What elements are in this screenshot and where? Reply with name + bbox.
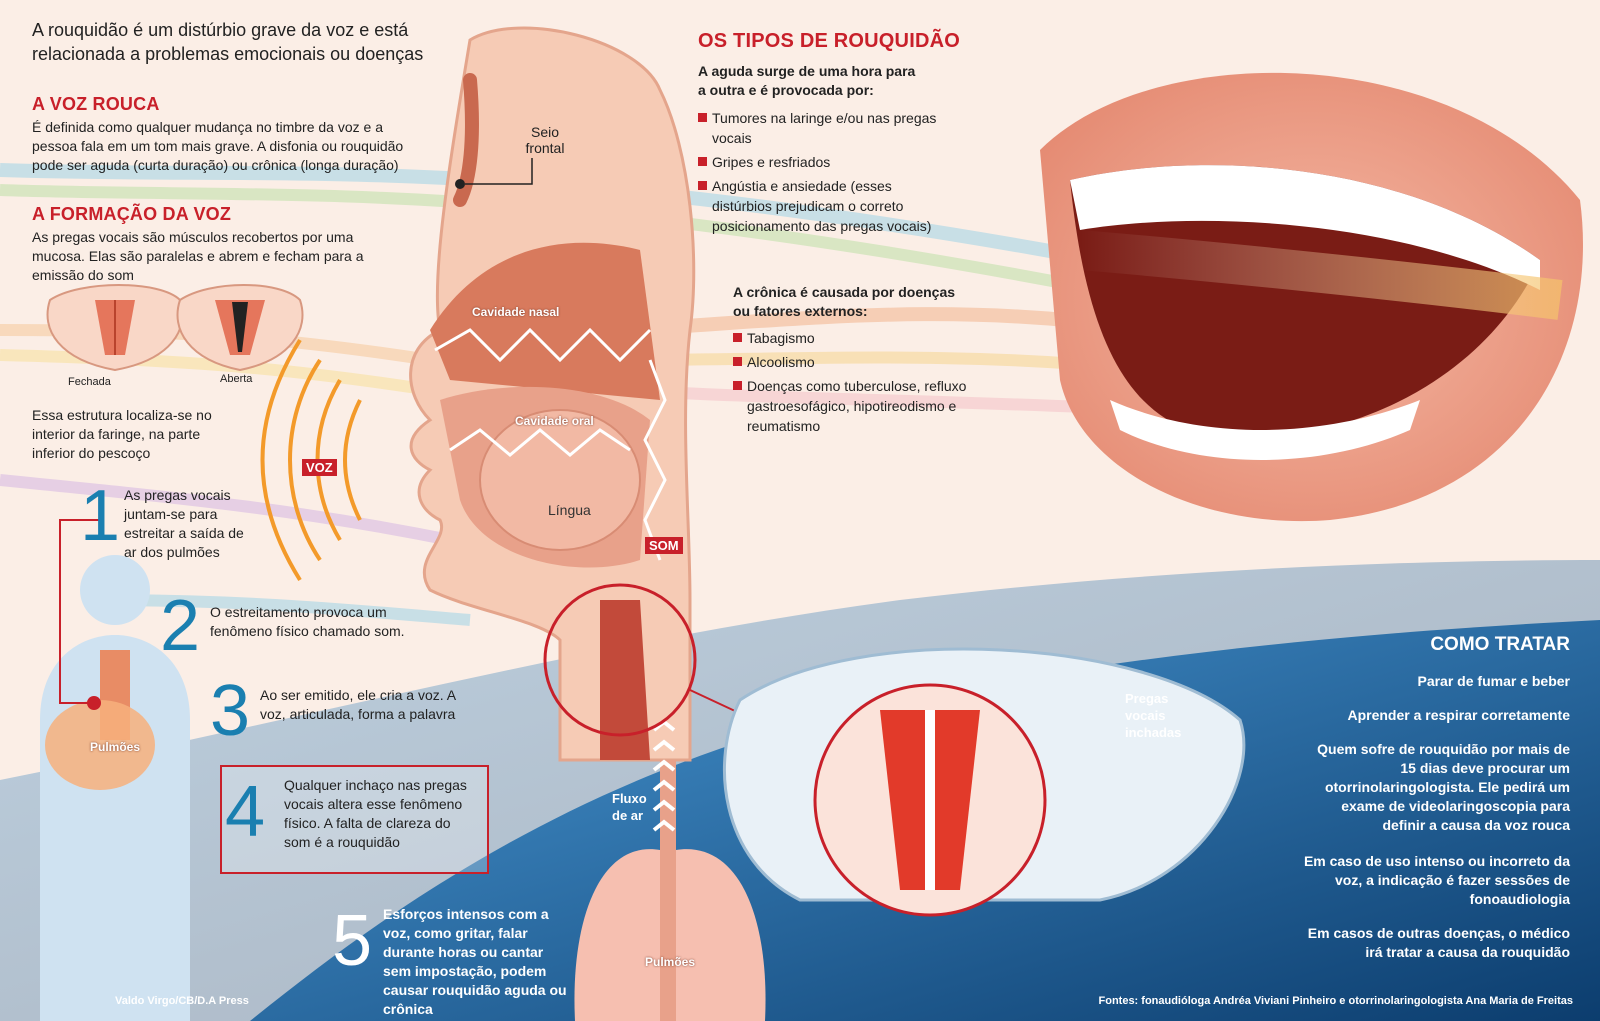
tratar-title: COMO TRATAR bbox=[1430, 634, 1570, 655]
swollen-vocal-folds bbox=[723, 647, 1246, 917]
chronic-intro: A crônica é causada por doenças ou fator… bbox=[733, 284, 956, 319]
step-2-text: O estreitamento provoca um fenômeno físi… bbox=[210, 604, 405, 639]
formacao-text: As pregas vocais são músculos recobertos… bbox=[32, 229, 364, 283]
som-tag: SOM bbox=[645, 537, 683, 554]
tongue-label: Língua bbox=[548, 502, 591, 518]
chronic-item: Alcoolismo bbox=[733, 352, 993, 372]
location-text: Essa estrutura localiza-se no interior d… bbox=[32, 407, 212, 461]
open-fold-label: Aberta bbox=[220, 373, 253, 385]
step-3-text: Ao ser emitido, ele cria a voz. A voz, a… bbox=[260, 687, 456, 722]
swollen-folds-label: Pregas vocais inchadas bbox=[1125, 691, 1182, 740]
body-silhouette bbox=[40, 519, 190, 1021]
step-4-text: Qualquer inchaço nas pregas vocais alter… bbox=[284, 777, 467, 850]
bullet-icon bbox=[698, 157, 707, 166]
zoom-circle-small bbox=[543, 583, 697, 737]
vocal-fold-closed-diagram bbox=[46, 284, 184, 372]
bullet-icon bbox=[733, 333, 742, 342]
head-cross-section bbox=[409, 26, 696, 762]
step-1-number: 1 bbox=[80, 476, 121, 556]
acute-intro: A aguda surge de uma hora para a outra e… bbox=[698, 63, 916, 98]
step-3-number: 3 bbox=[210, 671, 251, 751]
tratar-item-1: Parar de fumar e beber bbox=[1417, 673, 1570, 689]
nasal-cavity-label: Cavidade nasal bbox=[472, 305, 560, 319]
closed-fold-label: Fechada bbox=[68, 376, 111, 388]
tratar-item-5: Em casos de outras doenças, o médico irá… bbox=[1307, 925, 1570, 960]
acute-list: Tumores na laringe e/ou nas pregas vocai… bbox=[698, 108, 948, 240]
voice-waves bbox=[260, 338, 362, 582]
step-5-number: 5 bbox=[332, 901, 373, 981]
vocal-fold-open-diagram bbox=[176, 284, 304, 372]
sources-text: Fontes: fonaudióloga Andréa Viviani Pinh… bbox=[1098, 995, 1574, 1007]
step-4-number: 4 bbox=[225, 772, 266, 852]
tratar-item-2: Aprender a respirar corretamente bbox=[1347, 707, 1570, 723]
bullet-icon bbox=[733, 381, 742, 390]
chronic-item: Doenças como tuberculose, refluxo gastro… bbox=[733, 376, 993, 436]
acute-item: Tumores na laringe e/ou nas pregas vocai… bbox=[698, 108, 948, 148]
tratar-item-3: Quem sofre de rouquidão por mais de 15 d… bbox=[1317, 741, 1570, 833]
bullet-icon bbox=[698, 181, 707, 190]
formacao-title: A FORMAÇÃO DA VOZ bbox=[32, 204, 232, 224]
voz-tag: VOZ bbox=[302, 459, 337, 476]
acute-item: Angústia e ansiedade (esses distúrbios p… bbox=[698, 176, 948, 236]
mouth-illustration bbox=[1040, 72, 1583, 522]
tratar-item-4: Em caso de uso intenso ou incorreto da v… bbox=[1303, 853, 1570, 907]
voz-rouca-title: A VOZ ROUCA bbox=[32, 94, 160, 114]
step-1-text: As pregas vocais juntam-se para estreita… bbox=[124, 487, 244, 560]
lungs-label-left: Pulmões bbox=[90, 740, 141, 754]
oral-cavity-label: Cavidade oral bbox=[515, 414, 594, 428]
lungs-center bbox=[574, 760, 766, 1021]
acute-item: Gripes e resfriados bbox=[698, 152, 948, 172]
chronic-list: Tabagismo Alcoolismo Doenças como tuberc… bbox=[733, 328, 993, 440]
step-4-box bbox=[220, 765, 489, 874]
credit-text: Valdo Virgo/CB/D.A Press bbox=[115, 995, 249, 1007]
step-2-number: 2 bbox=[160, 586, 201, 666]
voz-rouca-text: É definida como qualquer mudança no timb… bbox=[32, 119, 404, 173]
step-5-text: Esforços intensos com a voz, como gritar… bbox=[383, 906, 567, 1017]
bullet-icon bbox=[698, 113, 707, 122]
bullet-icon bbox=[733, 357, 742, 366]
chronic-item: Tabagismo bbox=[733, 328, 993, 348]
lungs-label-center: Pulmões bbox=[645, 955, 696, 969]
intro-text: A rouquidão é um distúrbio grave da voz … bbox=[32, 20, 424, 64]
sinus-label: Seio frontal bbox=[525, 124, 565, 156]
airflow-label: Fluxo de ar bbox=[612, 791, 647, 823]
tipos-title: OS TIPOS DE ROUQUIDÃO bbox=[698, 30, 961, 52]
